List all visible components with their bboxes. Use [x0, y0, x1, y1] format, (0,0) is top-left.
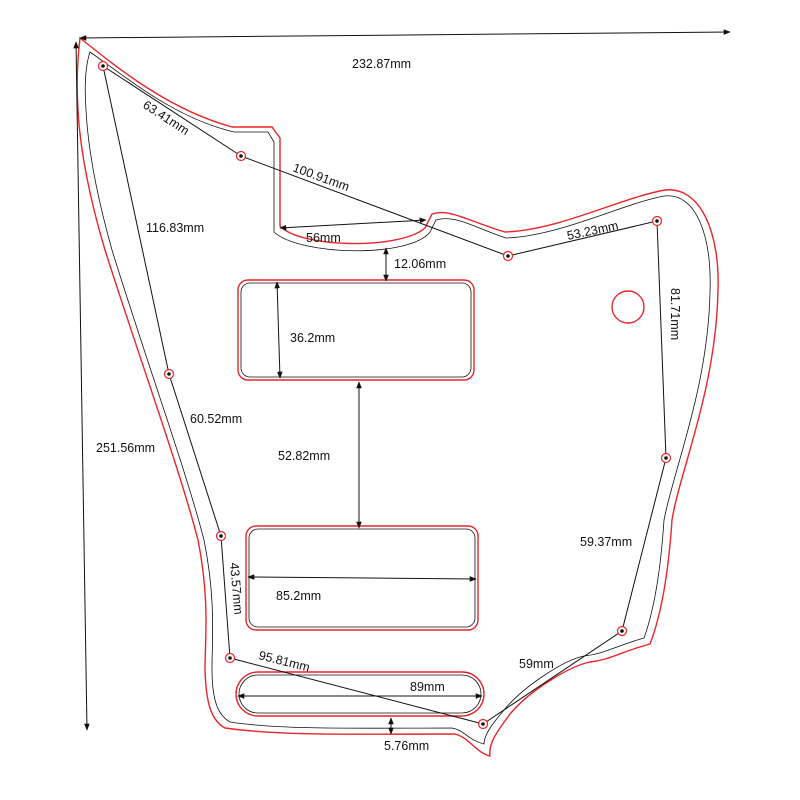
label-hole-5-6: 59.37mm [580, 535, 632, 549]
dim-line-100 [240, 155, 509, 257]
screw-hole [163, 368, 175, 380]
dim-line-43 [220, 535, 231, 659]
overall-height-line [73, 41, 90, 731]
neck-pickup-inner [240, 282, 472, 378]
label-pickup-width: 85.2mm [276, 589, 321, 603]
label-slot-width: 89mm [410, 680, 445, 694]
screw-hole [235, 150, 247, 162]
label-hole-7-8: 95.81mm [257, 648, 311, 674]
label-hole-9-10: 60.52mm [190, 412, 242, 426]
overall-width-line [79, 29, 731, 41]
bridge-pickup-cutout [245, 525, 479, 631]
screw-hole [215, 530, 227, 542]
label-notch-width: 56mm [306, 231, 341, 245]
label-pickup-spacing: 52.82mm [278, 449, 330, 463]
label-slot-margin: 5.76mm [384, 739, 429, 753]
label-hole-3-4: 53.23mm [566, 218, 620, 243]
dim-line-60 [168, 373, 222, 537]
label-hole-2-3: 100.91mm [291, 161, 351, 194]
dim-line-95 [229, 657, 484, 725]
dim-line-53 [507, 220, 658, 257]
screw-hole [660, 452, 672, 464]
pickguard-inner-edge [84, 51, 711, 745]
neck-pickup-cutout [237, 279, 475, 381]
label-overall-height: 251.56mm [96, 441, 155, 455]
pickguard-outline [76, 36, 719, 757]
label-notch-gap: 12.06mm [394, 257, 446, 271]
label-hole-4-5: 81.71mm [668, 288, 682, 340]
screw-holes [97, 60, 672, 730]
label-hole-6-7: 59mm [519, 657, 554, 671]
dim-line-59-37 [621, 457, 667, 632]
pickup-width-line [247, 574, 477, 582]
screw-hole [502, 250, 514, 262]
label-hole-8-9: 43.57mm [227, 562, 245, 615]
screw-hole [616, 625, 628, 637]
bottom-slot-cutout [235, 671, 485, 717]
screw-hole [477, 718, 489, 730]
pickup-height-line [274, 281, 283, 379]
label-pickup-height: 36.2mm [290, 331, 335, 345]
label-hole-10-1: 116.83mm [146, 221, 204, 235]
screw-hole [651, 215, 663, 227]
dim-line-116 [102, 65, 170, 375]
label-overall-width: 232.87mm [352, 57, 411, 71]
switch-hole [611, 290, 645, 324]
screw-hole [97, 60, 109, 72]
notch-width-line [279, 217, 427, 231]
screw-hole [224, 652, 236, 664]
dim-line-81 [656, 220, 667, 459]
dim-line-63 [102, 65, 242, 157]
dim-line-59 [482, 630, 623, 725]
